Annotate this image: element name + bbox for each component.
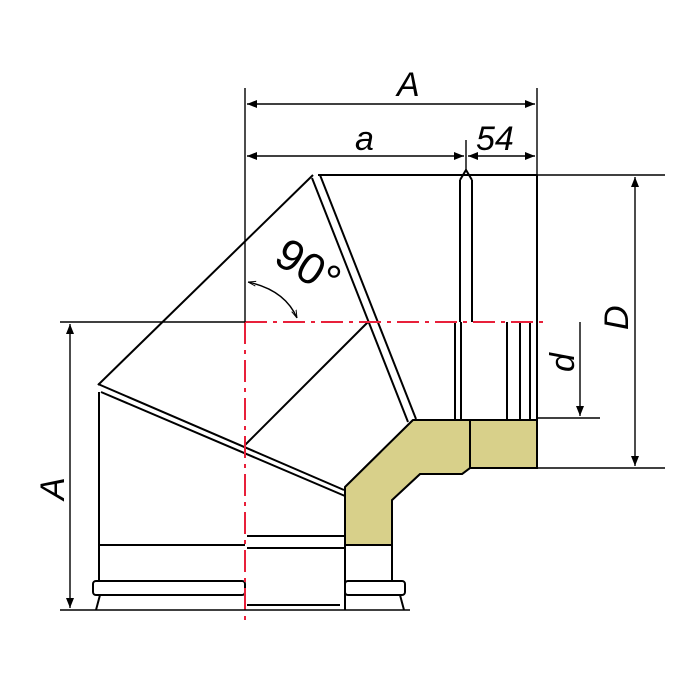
label-a: a — [355, 120, 374, 158]
angle-arc — [248, 282, 297, 318]
top-segment — [97, 168, 538, 468]
extension-lines — [60, 88, 665, 611]
joint-upper — [311, 174, 417, 423]
label-54: 54 — [476, 120, 514, 158]
label-D: D — [598, 305, 636, 330]
label-d: d — [544, 352, 582, 372]
bottom-segment — [92, 392, 406, 611]
label-A-left: A — [34, 477, 72, 502]
joint-lower — [97, 383, 346, 497]
label-A-top: A — [395, 66, 420, 104]
inner-seam — [244, 321, 369, 446]
insulation-fill — [344, 419, 538, 546]
